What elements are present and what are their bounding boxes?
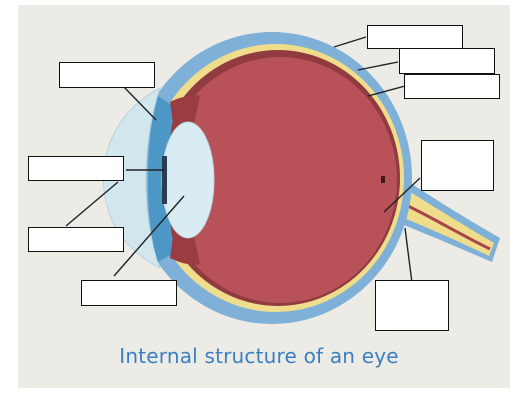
lens: [162, 122, 214, 238]
label-box-bottom-left[interactable]: [81, 280, 177, 306]
label-box-lower-left[interactable]: [28, 227, 124, 252]
diagram-caption: Internal structure of an eye: [0, 344, 518, 368]
label-box-top-right-2[interactable]: [399, 48, 495, 74]
label-box-bottom-right[interactable]: [375, 280, 449, 331]
label-box-top-left[interactable]: [59, 62, 155, 88]
label-box-top-right-1[interactable]: [367, 25, 463, 49]
pupil: [162, 156, 167, 204]
blind-spot: [381, 176, 385, 183]
label-box-right-middle[interactable]: [421, 140, 494, 191]
label-box-middle-left[interactable]: [28, 156, 124, 181]
label-box-top-right-3[interactable]: [404, 74, 500, 99]
